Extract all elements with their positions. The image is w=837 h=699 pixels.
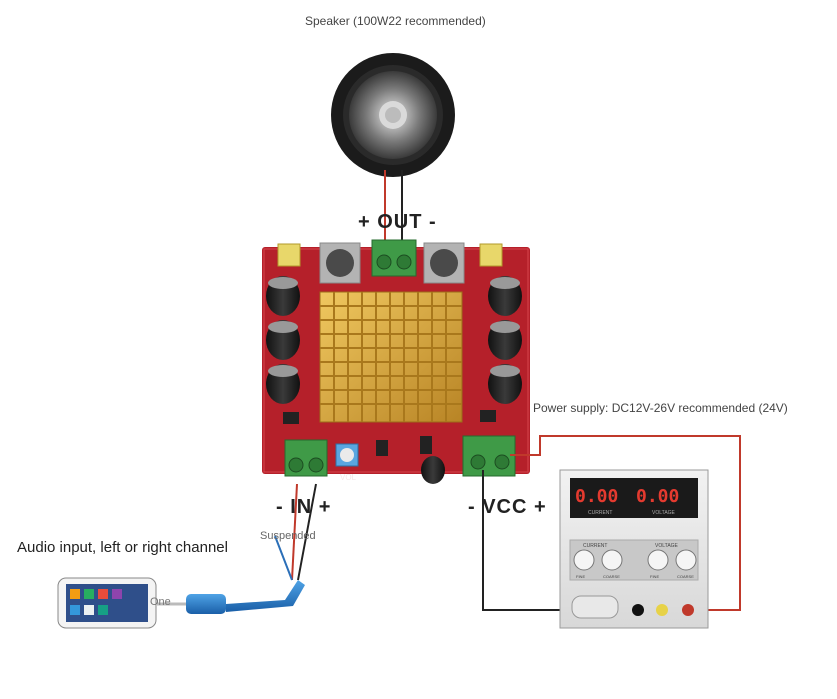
audio-plug — [157, 580, 305, 614]
input-wire-black — [297, 483, 317, 581]
input-wire-red — [291, 483, 298, 581]
speaker — [331, 53, 455, 177]
audio-input-label: Audio input, left or right channel — [17, 539, 228, 556]
psu-current-title: CURRENT — [583, 543, 608, 549]
psu-voltage-title: VOLTAGE — [655, 543, 678, 549]
vcc-wire-red — [510, 435, 741, 611]
amplifier-board — [262, 239, 530, 484]
vol-label: VOL — [340, 473, 357, 482]
capacitor — [266, 276, 300, 404]
psu-current-readout-label: CURRENT — [588, 510, 613, 516]
capacitor — [488, 276, 522, 404]
one-label: One — [150, 596, 171, 608]
smartphone — [57, 577, 157, 629]
psu-display-left: 0.00 — [575, 486, 619, 507]
power-supply-label: Power supply: DC12V-26V recommended (24V… — [533, 401, 788, 415]
input-wire-blue — [274, 535, 293, 581]
psu-knob-coarse-left: COARSE — [603, 574, 620, 579]
power-supply — [559, 469, 709, 629]
psu-knob-coarse-right: COARSE — [677, 574, 694, 579]
in-label: - IN + — [276, 496, 332, 518]
suspended-label: Suspended — [260, 530, 316, 542]
psu-knob-fine-right: FINE — [650, 574, 660, 579]
out-label: + OUT - — [358, 211, 437, 233]
psu-knob-fine-left: FINE — [576, 574, 586, 579]
psu-voltage-readout-label: VOLTAGE — [652, 510, 675, 516]
speaker-label: Speaker (100W22 recommended) — [305, 14, 486, 28]
psu-display-right: 0.00 — [636, 486, 680, 507]
vcc-label: - VCC + — [468, 496, 547, 518]
